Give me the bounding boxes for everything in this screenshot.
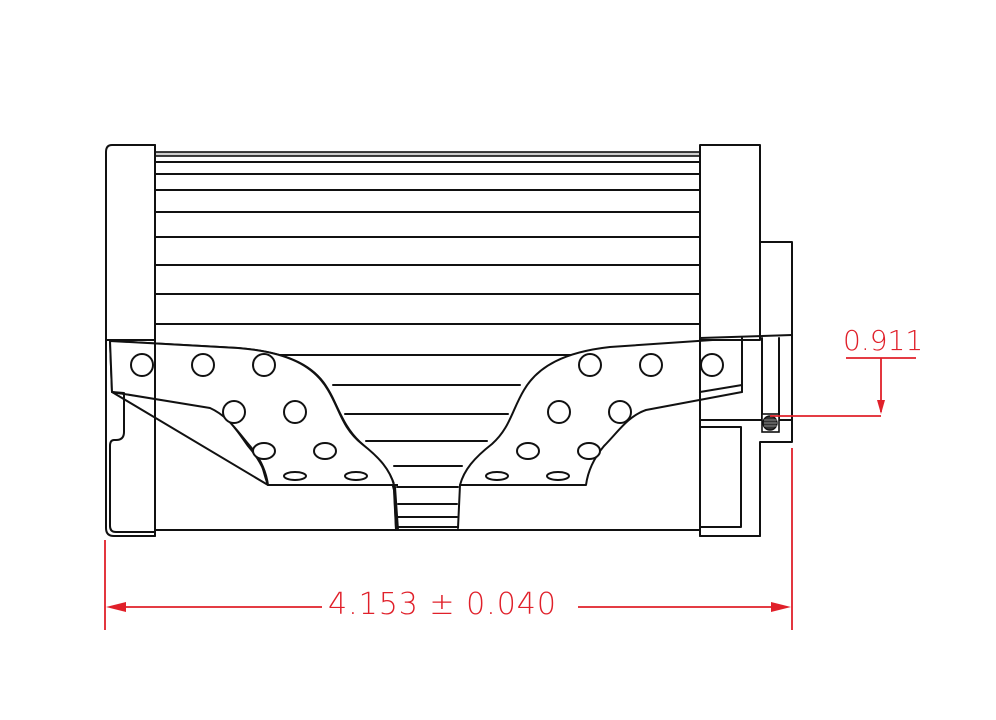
arrow-left-icon [106, 602, 126, 612]
arrow-right-icon [771, 602, 791, 612]
o-ring-icon [761, 413, 780, 433]
center-tube-left-wall [393, 484, 397, 529]
seal-offset-label: 0.911 [843, 324, 924, 357]
seal-offset-dimension [770, 357, 916, 417]
left-end-cap [105, 144, 156, 537]
right-end-cap [699, 144, 793, 537]
overall-length-dimension [104, 448, 793, 630]
arrow-down-icon [877, 400, 885, 414]
pleated-media [154, 151, 701, 528]
overall-length-label: 4.153 ± 0.040 [322, 587, 563, 622]
center-tube-right-wall [457, 484, 461, 529]
left-core-holes [130, 353, 368, 481]
right-core-holes [485, 353, 724, 481]
